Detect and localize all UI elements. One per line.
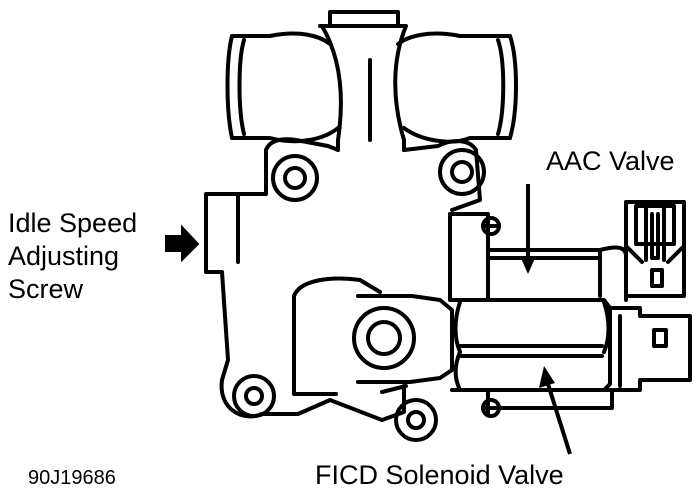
upper-body xyxy=(225,24,518,152)
main-body xyxy=(204,137,486,442)
ficd-solenoid-body xyxy=(450,298,614,416)
aac-valve-label: AAC Valve xyxy=(546,146,675,176)
idle-screw-arrow xyxy=(165,224,200,263)
ficd-pointer-arrow xyxy=(539,366,572,455)
idle-speed-adjusting-screw-label: Idle Speed Adjusting Screw xyxy=(8,207,137,306)
idle-label-line2: Adjusting xyxy=(8,241,120,271)
top-cap xyxy=(318,10,406,28)
aac-connector xyxy=(624,200,686,298)
idle-label-line1: Idle Speed xyxy=(8,208,138,238)
aac-valve-body xyxy=(448,212,628,418)
figure-id-label: 90J19686 xyxy=(28,467,116,489)
ficd-end-cap xyxy=(610,306,692,392)
ficd-solenoid-valve-label: FICD Solenoid Valve xyxy=(315,460,564,490)
idle-label-line3: Screw xyxy=(8,274,84,304)
adjusting-screw-fitting xyxy=(352,294,454,384)
aac-pointer-arrow xyxy=(520,184,536,274)
